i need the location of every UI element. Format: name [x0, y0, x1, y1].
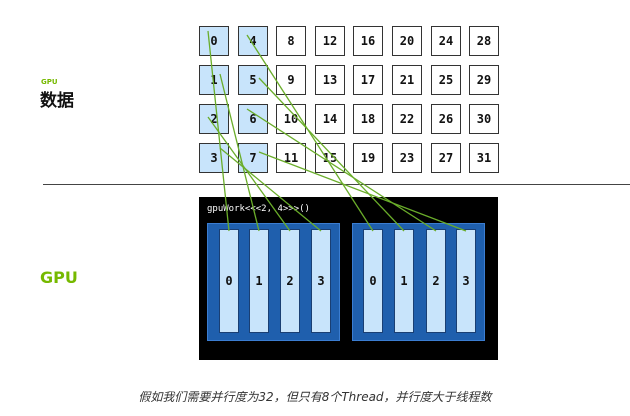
- thread: 1: [249, 229, 269, 333]
- grid-cell: 29: [469, 65, 499, 95]
- thread: 0: [219, 229, 239, 333]
- caption: 假如我们需要并行度为32，但只有8个Thread，并行度大于线程数: [138, 390, 492, 404]
- grid-cell: 6: [238, 104, 268, 134]
- grid-cell: 22: [392, 104, 422, 134]
- grid-cell: 10: [276, 104, 306, 134]
- grid-cell: 11: [276, 143, 306, 173]
- grid-cell: 9: [276, 65, 306, 95]
- grid-cell: 13: [315, 65, 345, 95]
- thread: 1: [394, 229, 414, 333]
- thread: 3: [311, 229, 331, 333]
- grid-cell: 31: [469, 143, 499, 173]
- grid-cell: 1: [199, 65, 229, 95]
- grid-cell: 24: [431, 26, 461, 56]
- grid-cell: 26: [431, 104, 461, 134]
- grid-cell: 8: [276, 26, 306, 56]
- gpu-label: GPU: [40, 268, 78, 287]
- grid-cell: 18: [353, 104, 383, 134]
- grid-cell: 23: [392, 143, 422, 173]
- grid-cell: 19: [353, 143, 383, 173]
- grid-cell: 28: [469, 26, 499, 56]
- thread: 2: [426, 229, 446, 333]
- grid-cell: 3: [199, 143, 229, 173]
- grid-cell: 14: [315, 104, 345, 134]
- thread: 3: [456, 229, 476, 333]
- grid-cell: 30: [469, 104, 499, 134]
- grid-cell: 2: [199, 104, 229, 134]
- grid-cell: 0: [199, 26, 229, 56]
- thread: 0: [363, 229, 383, 333]
- gpu-brand-label: GPU: [41, 78, 58, 86]
- grid-cell: 5: [238, 65, 268, 95]
- grid-cell: 20: [392, 26, 422, 56]
- grid-cell: 15: [315, 143, 345, 173]
- grid-cell: 7: [238, 143, 268, 173]
- grid-cell: 4: [238, 26, 268, 56]
- grid-cell: 16: [353, 26, 383, 56]
- divider-line: [43, 184, 630, 185]
- thread: 2: [280, 229, 300, 333]
- grid-cell: 25: [431, 65, 461, 95]
- grid-cell: 21: [392, 65, 422, 95]
- data-label: 数据: [40, 91, 74, 111]
- grid-cell: 27: [431, 143, 461, 173]
- grid-cell: 12: [315, 26, 345, 56]
- grid-cell: 17: [353, 65, 383, 95]
- kernel-launch-code: gpuWork<<<2, 4>>>(): [207, 204, 310, 214]
